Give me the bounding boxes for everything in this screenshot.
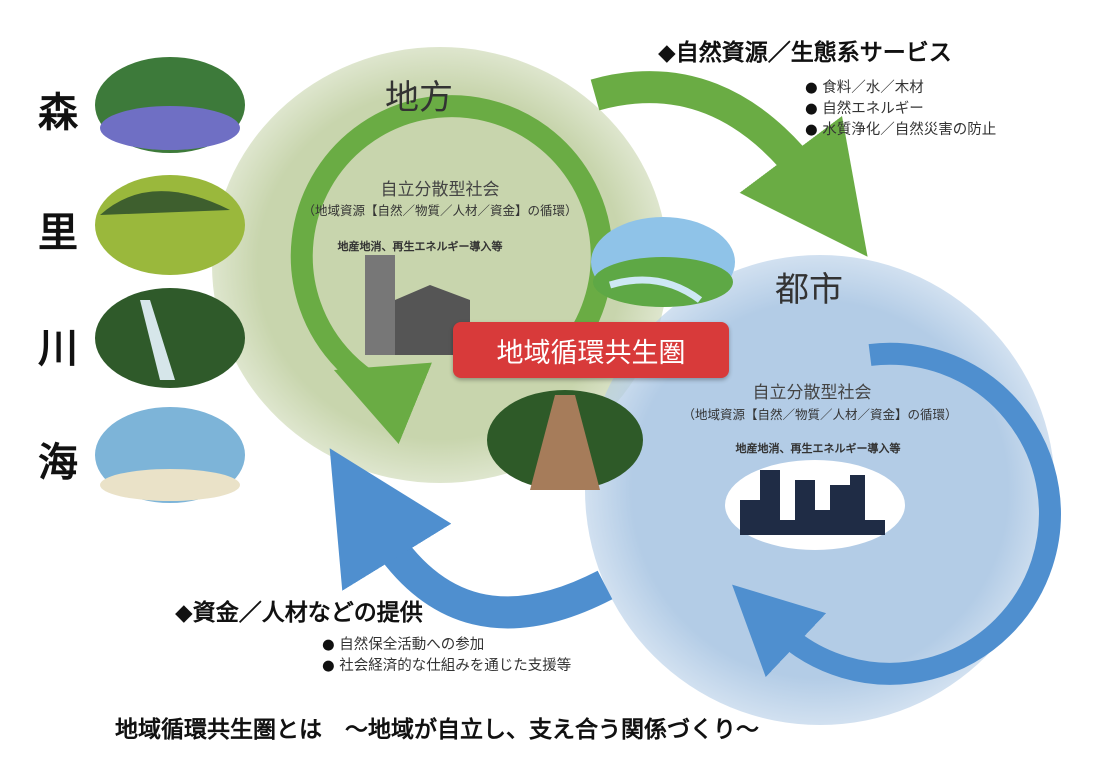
sea-photo xyxy=(95,407,245,503)
label-forest: 森 xyxy=(38,90,78,136)
list-item: 食料／水／木材 xyxy=(805,78,996,99)
rural-society: 自立分散型社会 xyxy=(380,180,500,200)
label-river: 川 xyxy=(38,326,78,372)
satoyama-photo xyxy=(95,175,245,275)
urban-society: 自立分散型社会 xyxy=(752,383,872,403)
list-item: 社会経済的な仕組みを通じた支援等 xyxy=(322,656,571,677)
list-item: 水質浄化／自然災害の防止 xyxy=(805,120,996,141)
support-flow-arrow xyxy=(329,448,613,629)
rural-cycle: （地域資源【自然／物質／人材／資金】の循環） xyxy=(302,203,578,218)
city-illustration xyxy=(725,460,905,550)
label-sea: 海 xyxy=(38,440,78,486)
rural-initiatives: 地産地消、再生エネルギー導入等 xyxy=(337,240,503,253)
rural-title: 地方 xyxy=(385,78,453,118)
ecosystem-services-list: 食料／水／木材 自然エネルギー 水質浄化／自然災害の防止 xyxy=(805,78,996,141)
urban-cycle: （地域資源【自然／物質／人材／資金】の循環） xyxy=(682,407,958,422)
support-heading: ◆資金／人材などの提供 xyxy=(175,600,423,626)
support-list: 自然保全活動への参加 社会経済的な仕組みを通じた支援等 xyxy=(322,635,571,677)
ecosystem-flow-arrow xyxy=(590,71,868,257)
urban-cycle-arrow xyxy=(731,342,1061,685)
ecosystem-services-heading: ◆自然資源／生態系サービス xyxy=(658,40,952,66)
center-badge: 地域循環共生圏 xyxy=(453,322,729,378)
label-village: 里 xyxy=(38,210,78,256)
list-item: 自然エネルギー xyxy=(805,99,996,120)
caption: 地域循環共生圏とは ～地域が自立し、支え合う関係づくり～ xyxy=(115,717,759,743)
urban-initiatives: 地産地消、再生エネルギー導入等 xyxy=(735,442,901,455)
river-photo xyxy=(95,288,245,388)
barn-illustration xyxy=(365,255,470,355)
list-item: 自然保全活動への参加 xyxy=(322,635,571,656)
urban-title: 都市 xyxy=(775,270,843,310)
landscape-photo xyxy=(591,217,735,307)
railway-photo xyxy=(487,390,643,490)
forest-photo xyxy=(95,57,245,153)
